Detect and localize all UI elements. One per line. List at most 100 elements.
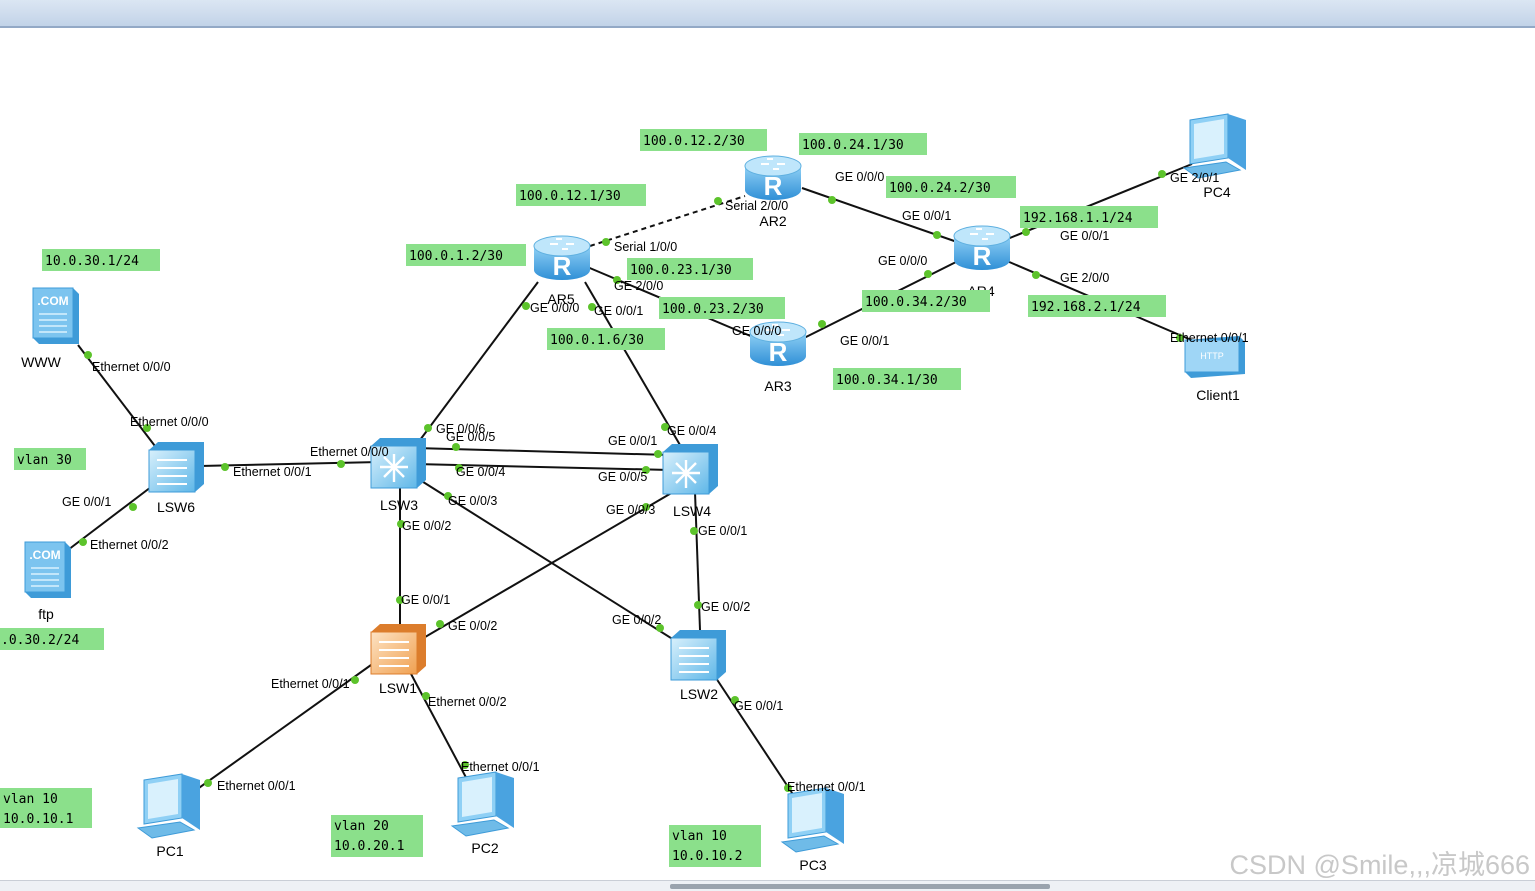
port-label: GE 0/0/0 [732, 324, 781, 338]
port-label: Ethernet 0/0/2 [90, 538, 169, 552]
server-ftp-icon[interactable] [24, 541, 72, 599]
ip-label-text: 100.0.24.1/30 [802, 138, 904, 153]
server-www-icon[interactable] [32, 287, 80, 345]
port-label: GE 0/0/1 [902, 209, 951, 223]
router-ar4-icon[interactable] [953, 225, 1011, 272]
ip-label-text: 100.0.34.2/30 [865, 295, 967, 310]
port-dot [1158, 170, 1166, 178]
link-lsw6-ftp [59, 483, 156, 557]
switch-lsw6-label: LSW6 [157, 499, 195, 515]
pc-pc2-label: PC2 [471, 840, 498, 856]
port-label: GE 2/0/0 [614, 279, 663, 293]
scrollbar-thumb[interactable] [670, 884, 1050, 889]
vlan-name: vlan 20 [334, 819, 389, 834]
link-ar5-lsw4 [584, 281, 681, 446]
ip-label-box [516, 184, 646, 206]
port-label: GE 0/0/5 [446, 430, 495, 444]
ip-label-box [886, 176, 1016, 198]
switch-lsw2-icon[interactable] [670, 629, 727, 681]
pc-pc4-label: PC4 [1203, 184, 1230, 200]
port-label: GE 0/0/1 [1060, 229, 1109, 243]
port-dot [337, 460, 345, 468]
port-label: GE 0/0/2 [612, 613, 661, 627]
port-dot [84, 351, 92, 359]
vlan-box [669, 825, 761, 867]
port-dot [924, 270, 932, 278]
router-ar2-label: AR2 [759, 213, 786, 229]
port-dot [461, 761, 469, 769]
pc-pc2-icon[interactable] [451, 771, 515, 837]
port-label: GE 0/0/3 [448, 494, 497, 508]
port-label: GE 0/0/1 [608, 434, 657, 448]
router-ar2-icon[interactable] [744, 155, 802, 202]
client-client1-label: Client1 [1196, 387, 1240, 403]
port-dot [452, 443, 460, 451]
port-dot [455, 464, 463, 472]
router-ar5-icon[interactable] [533, 235, 591, 282]
link-www-lsw6 [77, 344, 159, 451]
ip-label-text: 192.168.2.1/24 [1031, 300, 1141, 315]
ip-label-text: 100.0.1.2/30 [409, 249, 503, 264]
port-label: Ethernet 0/0/1 [271, 677, 350, 691]
port-dot [221, 463, 229, 471]
router-ar5-label: AR5 [547, 291, 574, 307]
port-label: Ethernet 0/0/0 [310, 445, 389, 459]
switch-lsw1-icon[interactable] [370, 623, 427, 675]
port-label: Ethernet 0/0/1 [461, 760, 540, 774]
link-lsw1-pc1 [181, 659, 379, 801]
ip-label-text: 100.0.23.1/30 [630, 263, 732, 278]
watermark: CSDN @Smile,,,凉城666 [1230, 850, 1530, 880]
port-dot [444, 492, 452, 500]
port-label: GE 0/0/6 [436, 422, 485, 436]
port-label: GE 0/0/4 [667, 424, 716, 438]
port-dot [731, 696, 739, 704]
switch-lsw6-icon[interactable] [148, 441, 205, 493]
ip-label-box [659, 297, 785, 319]
port-label: Serial 1/0/0 [614, 240, 677, 254]
port-dot [613, 276, 621, 284]
port-label: GE 0/0/2 [402, 519, 451, 533]
pc-pc1-icon[interactable] [137, 773, 201, 839]
switch-lsw4-label: LSW4 [673, 503, 711, 519]
port-label: Ethernet 0/0/1 [233, 465, 312, 479]
switch-lsw4-icon[interactable] [661, 442, 720, 496]
port-dot [422, 692, 430, 700]
horizontal-scrollbar[interactable] [0, 880, 1535, 891]
port-label: GE 0/0/1 [594, 304, 643, 318]
link-lsw4-lsw1 [419, 487, 681, 641]
port-dot [784, 784, 792, 792]
port-dot [143, 424, 151, 432]
port-dot [818, 320, 826, 328]
ip-label-text: 100.0.34.1/30 [836, 373, 938, 388]
vlan-name: vlan 10 [672, 829, 727, 844]
ip-label-box [14, 448, 86, 470]
ip-label-text: 100.0.12.2/30 [643, 134, 745, 149]
port-label: GE 0/0/2 [448, 619, 497, 633]
switch-lsw2-label: LSW2 [680, 686, 718, 702]
ip-label-text: 100.0.1.6/30 [550, 333, 644, 348]
port-label: GE 0/0/0 [878, 254, 927, 268]
port-label: Ethernet 0/0/0 [130, 415, 209, 429]
port-dot [204, 779, 212, 787]
port-dot [129, 503, 137, 511]
port-dot [694, 601, 702, 609]
vlan-gateway: 10.0.10.2 [672, 849, 742, 864]
pc-pc4-icon[interactable] [1183, 113, 1247, 179]
port-label: GE 0/0/3 [606, 503, 655, 517]
pc-pc3-icon[interactable] [781, 787, 845, 853]
port-dot [522, 302, 530, 310]
port-dot [661, 423, 669, 431]
ip-label-box [406, 244, 526, 266]
port-label: GE 0/0/0 [530, 301, 579, 315]
ip-label-box [42, 249, 160, 271]
pc-pc3-label: PC3 [799, 857, 826, 873]
port-dot [1022, 228, 1030, 236]
port-label: Ethernet 0/0/1 [1170, 331, 1249, 345]
link-ar5-lsw3 [419, 281, 539, 441]
ip-label-box [862, 290, 990, 312]
link-lsw3-lsw2 [419, 479, 691, 651]
ip-label-text: .0.30.2/24 [1, 633, 79, 648]
port-label: GE 2/0/0 [1060, 271, 1109, 285]
ip-label-box [833, 368, 961, 390]
port-dot [1032, 271, 1040, 279]
